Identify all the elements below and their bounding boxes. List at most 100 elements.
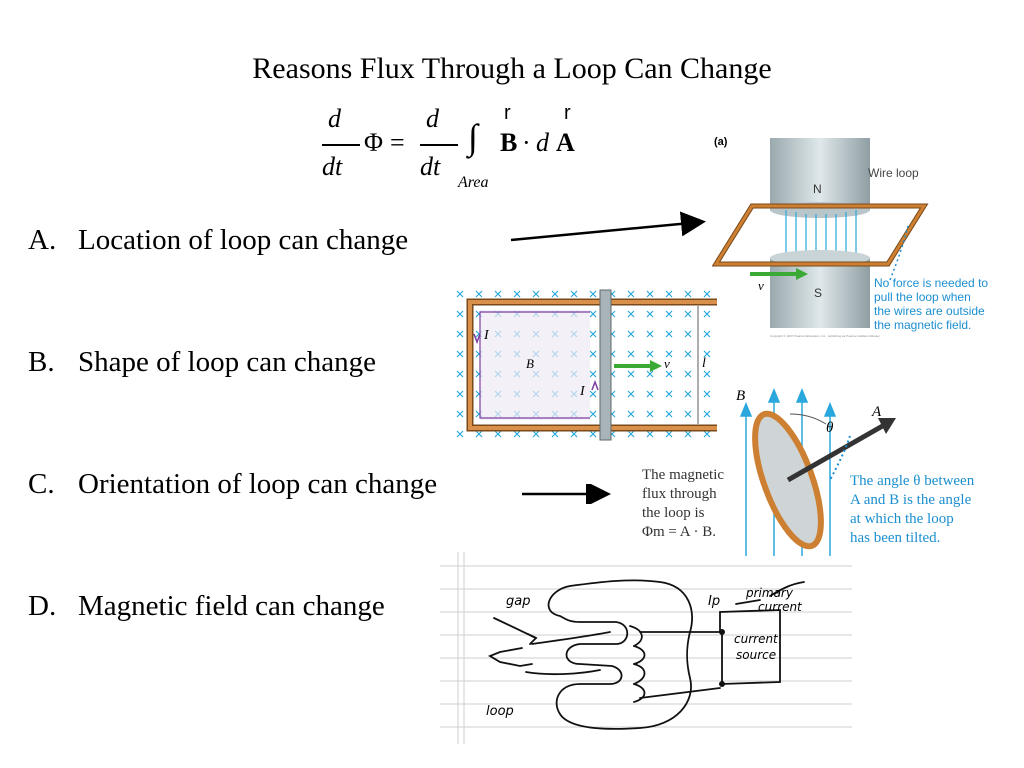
field-x-mark: [456, 370, 464, 378]
field-x-mark: [703, 410, 711, 418]
reason-b: B. Shape of loop can change: [28, 346, 376, 379]
eq-b: B: [500, 128, 518, 157]
field-x-mark: [513, 290, 521, 298]
field-x-mark: [703, 350, 711, 358]
figure-c-right-line-3: at which the loop: [850, 511, 954, 527]
eq-integral: ∫: [468, 117, 478, 157]
reason-b-letter: B.: [28, 346, 55, 378]
field-x-mark: [494, 430, 502, 438]
field-x-mark: [589, 350, 597, 358]
field-x-mark: [665, 430, 673, 438]
field-x-mark: [589, 430, 597, 438]
reason-a-text: Location of loop can change: [78, 224, 409, 256]
reason-c-letter: C.: [28, 468, 55, 500]
field-x-mark: [665, 370, 673, 378]
field-x-mark: [627, 290, 635, 298]
figure-a-drawing: [711, 138, 929, 328]
field-x-mark: [665, 310, 673, 318]
field-x-mark: [589, 410, 597, 418]
reason-a: A. Location of loop can change: [28, 224, 408, 257]
eq-d-num-1: d: [328, 104, 341, 133]
figure-c-area-label: A: [872, 404, 882, 420]
figure-c-drawing: [739, 388, 896, 556]
field-x-mark: [570, 430, 578, 438]
field-x-mark: [532, 290, 540, 298]
field-x-mark: [684, 390, 692, 398]
field-x-mark: [589, 310, 597, 318]
field-x-mark: [532, 430, 540, 438]
field-x-mark: [627, 310, 635, 318]
arrow-reason-c: [522, 484, 611, 504]
field-x-mark: [456, 350, 464, 358]
field-x-mark: [703, 330, 711, 338]
figure-a-south-label: S: [814, 286, 823, 300]
field-x-mark: [665, 410, 673, 418]
eq-equals: =: [390, 128, 405, 157]
reason-b-text: Shape of loop can change: [78, 346, 376, 378]
figure-c-field-label: B: [736, 388, 746, 404]
field-x-mark: [456, 430, 464, 438]
flux-equation: d dt Φ = d dt ∫ Area r B · d r A: [318, 102, 598, 196]
field-x-mark: [456, 290, 464, 298]
figure-a-north-label: N: [813, 182, 822, 196]
field-x-mark: [703, 390, 711, 398]
figure-c-left-line-2: flux through: [642, 486, 717, 502]
figure-c-left-line-4: Φm = A · B.: [642, 524, 717, 540]
figure-c-left-line-3: the loop is: [642, 505, 705, 521]
figure-a-magnet-loop: (a) N S Wire loop v No force is needed t…: [711, 130, 1012, 345]
field-x-mark: [513, 430, 521, 438]
field-x-mark: [456, 390, 464, 398]
figure-c-tilted-loop: B A θ The magnetic flux through the loop…: [640, 384, 1020, 556]
field-x-mark: [703, 310, 711, 318]
field-x-mark: [665, 330, 673, 338]
field-x-mark: [456, 410, 464, 418]
field-x-mark: [684, 410, 692, 418]
figure-c-theta-label: θ: [826, 420, 834, 436]
field-x-mark: [589, 370, 597, 378]
reason-d: D.Magnetic field can change: [28, 590, 385, 623]
field-x-mark: [703, 290, 711, 298]
field-x-mark: [456, 330, 464, 338]
reason-c: C.Orientation of loop can change: [28, 468, 437, 501]
field-x-mark: [646, 310, 654, 318]
field-x-mark: [551, 290, 559, 298]
figure-a-copyright: Copyright © 2007 Pearson Education, Inc.…: [770, 334, 881, 338]
figure-b-length-label: l: [702, 356, 706, 371]
field-x-mark: [684, 330, 692, 338]
figure-d-primary-label-1: primary: [746, 586, 793, 600]
field-x-mark: [684, 310, 692, 318]
figure-b-current-label-left: I: [484, 328, 489, 343]
reason-a-letter: A.: [28, 224, 57, 256]
eq-a: A: [556, 128, 575, 157]
field-x-mark: [646, 370, 654, 378]
figure-a-note-line-3: the wires are outside: [874, 304, 985, 318]
figure-d-loop-label: loop: [486, 704, 514, 719]
field-x-mark: [703, 370, 711, 378]
slide-title: Reasons Flux Through a Loop Can Change: [252, 52, 772, 85]
field-x-mark: [684, 290, 692, 298]
figure-a-panel-label: (a): [714, 136, 728, 148]
arrow-reason-a: [510, 211, 706, 242]
figure-c-left-text: The magnetic flux through the loop is Φm…: [642, 466, 724, 542]
field-x-mark: [646, 290, 654, 298]
field-x-mark: [684, 370, 692, 378]
figure-a-velocity-label: v: [758, 278, 764, 293]
figure-a-note-line-4: the magnetic field.: [874, 318, 972, 332]
eq-dt-den-2: dt: [420, 152, 441, 181]
figure-c-right-line-2: A and B is the angle: [850, 492, 972, 508]
figure-a-wire-loop-label: Wire loop: [868, 166, 919, 180]
eq-d-num-2: d: [426, 104, 439, 133]
field-x-mark: [627, 350, 635, 358]
field-x-mark: [646, 330, 654, 338]
figure-c-right-line-4: has been tilted.: [850, 530, 941, 546]
field-x-mark: [589, 330, 597, 338]
eq-fraction-bar-2: [420, 144, 458, 146]
field-x-mark: [627, 370, 635, 378]
figure-d-ip-label: Ip: [708, 594, 721, 609]
field-x-mark: [646, 410, 654, 418]
figure-b-sliding-rod: I I B v l: [452, 280, 717, 442]
field-x-mark: [684, 430, 692, 438]
figure-c-right-line-1: The angle θ between: [850, 473, 975, 489]
field-x-mark: [665, 350, 673, 358]
field-x-mark: [589, 290, 597, 298]
